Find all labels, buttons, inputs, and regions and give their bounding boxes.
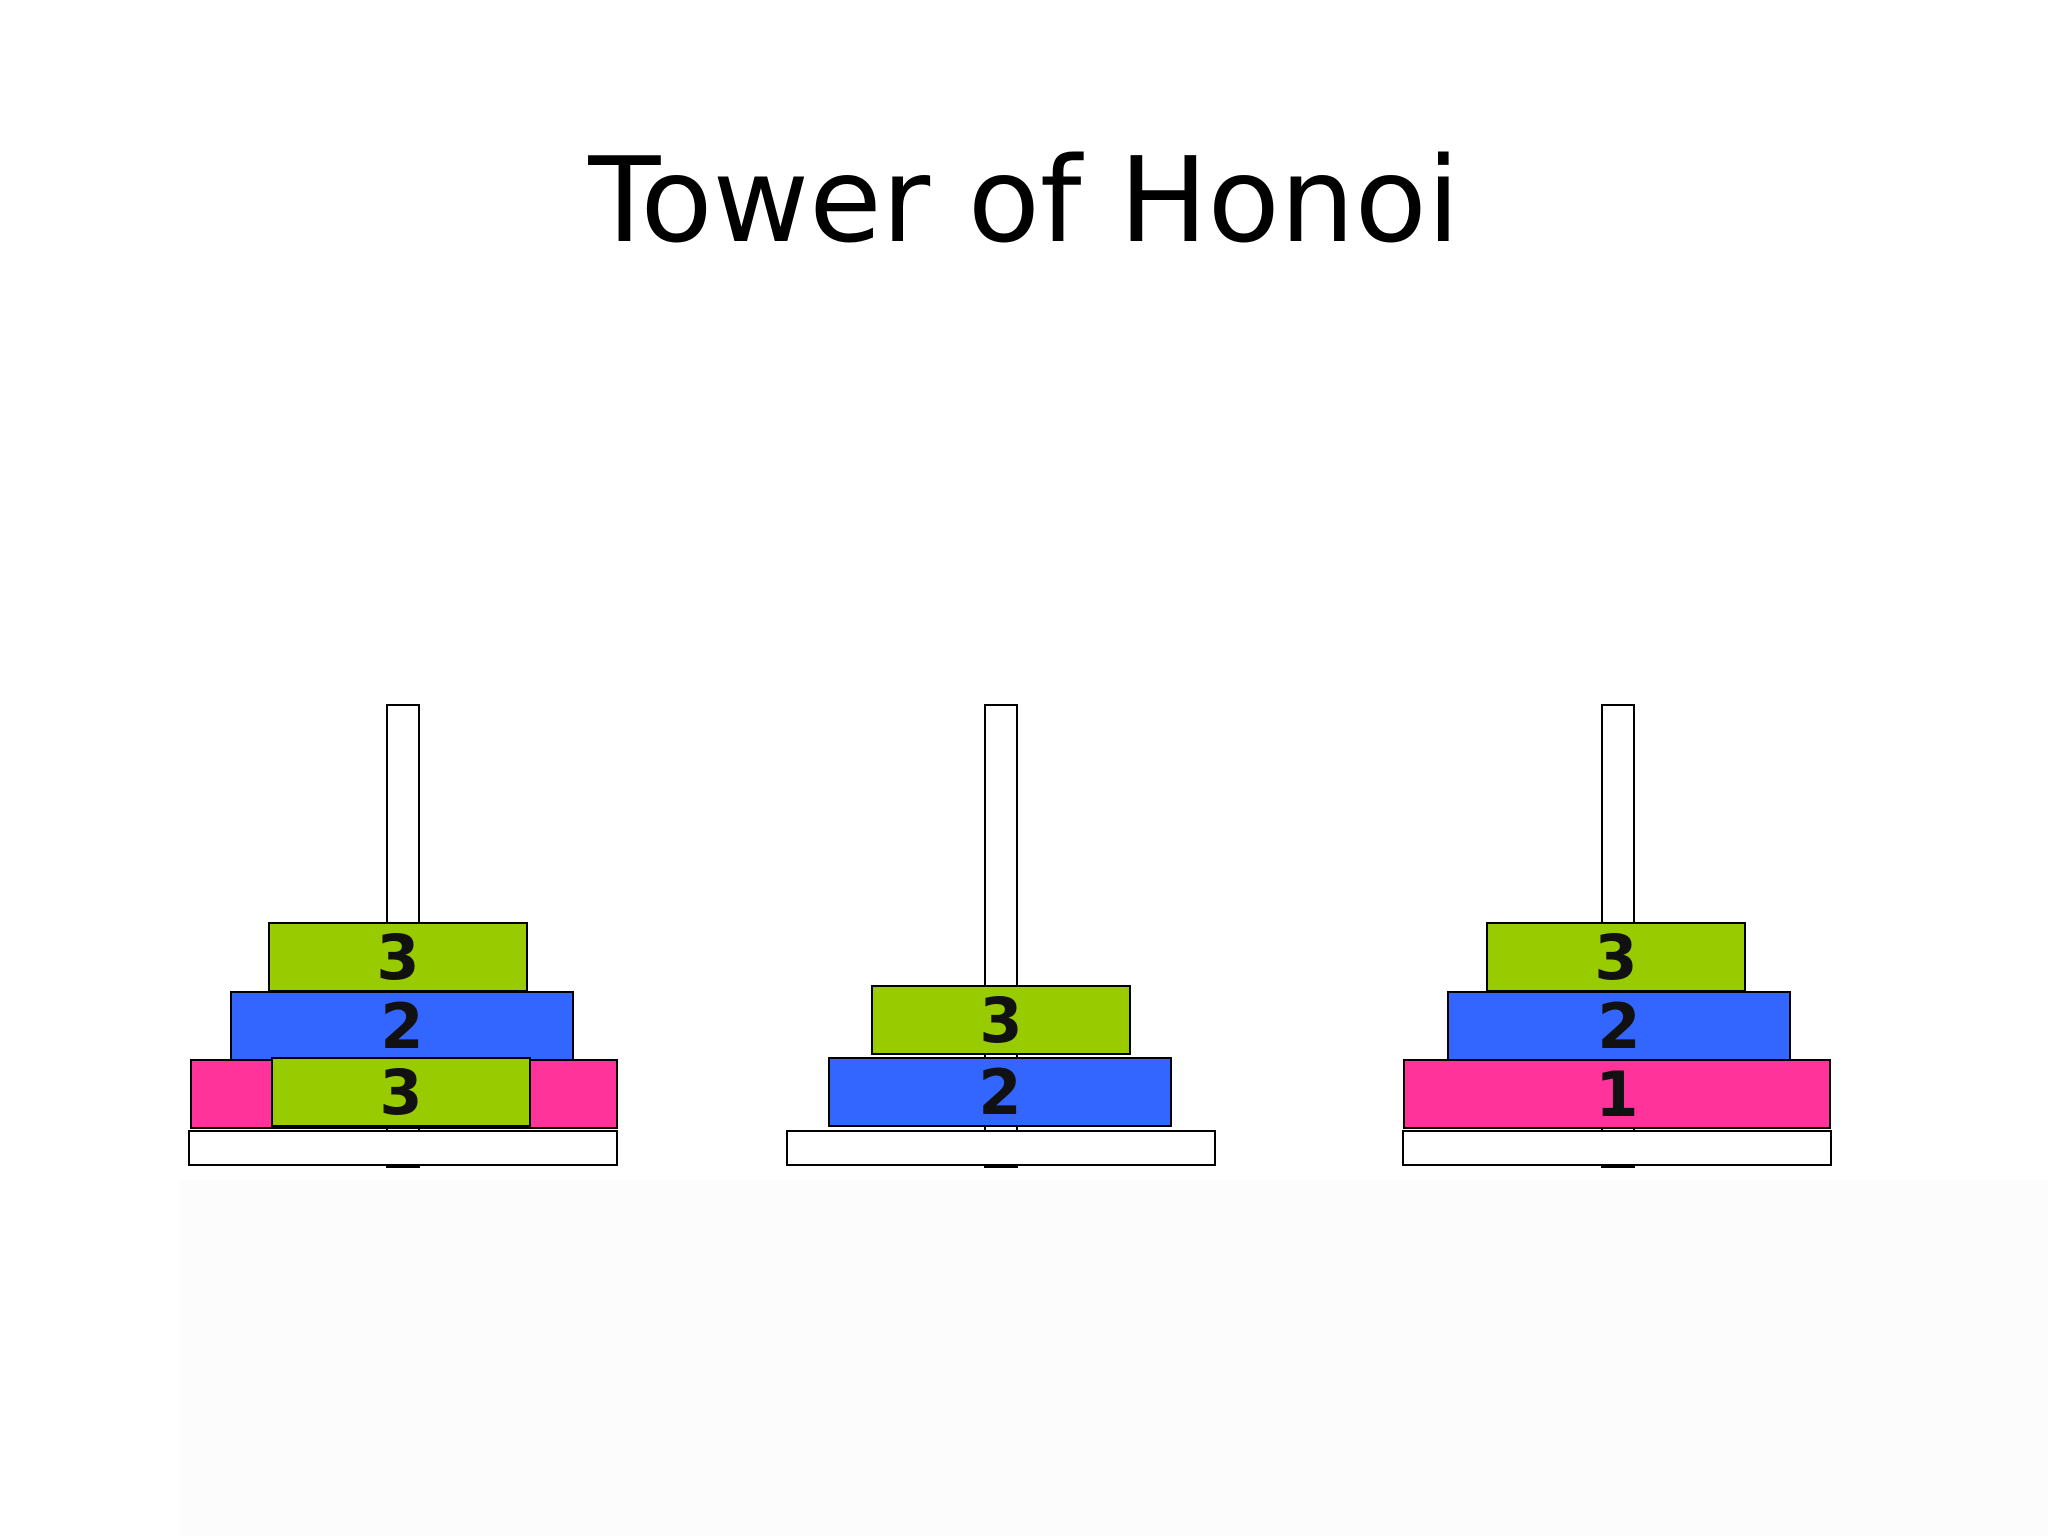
disk-right-1[interactable]: 1 [1403, 1058, 1831, 1131]
base-right[interactable] [1402, 1130, 1832, 1166]
base-middle[interactable] [786, 1130, 1216, 1166]
disk-left-3-top[interactable]: 3 [268, 921, 528, 994]
disk-left-2[interactable]: 2 [230, 990, 574, 1063]
disk-left-3-lower[interactable]: 3 [271, 1056, 531, 1129]
page-title: Tower of Honoi [588, 131, 1460, 269]
disk-right-3[interactable]: 3 [1486, 921, 1746, 994]
disk-middle-2[interactable]: 2 [828, 1056, 1172, 1129]
disk-middle-3[interactable]: 3 [871, 984, 1131, 1057]
base-left[interactable] [188, 1130, 618, 1166]
background-panel [180, 1180, 2048, 1536]
disk-right-2[interactable]: 2 [1447, 990, 1791, 1063]
